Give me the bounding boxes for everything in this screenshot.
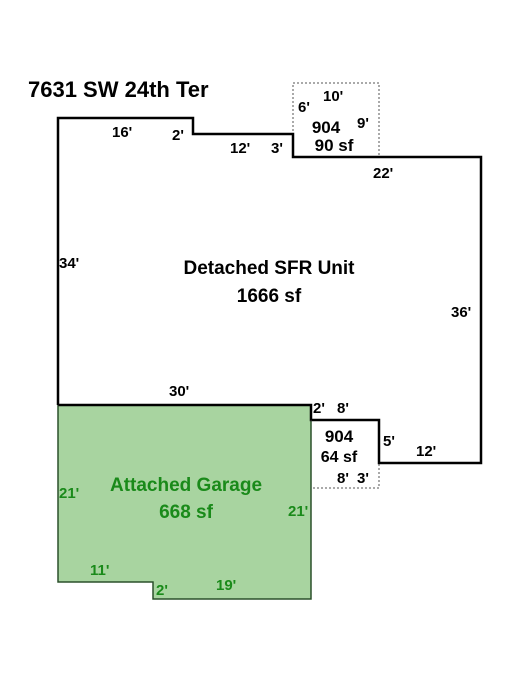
- top-904-area: 90 sf: [315, 136, 354, 155]
- dim-right904-top: 8': [337, 400, 349, 417]
- dim-top904-right: 9': [357, 115, 369, 132]
- dim-main-left: 34': [59, 255, 79, 272]
- right-904-area: 64 sf: [321, 449, 358, 466]
- dim-top904-width: 10': [323, 88, 343, 105]
- dim-main-top-left: 16': [112, 124, 132, 141]
- garage-outline: [57, 405, 312, 600]
- dim-main-bottom: 30': [169, 383, 189, 400]
- dim-right904-right: 5': [383, 433, 395, 450]
- dim-main-top-right: 22': [373, 165, 393, 182]
- property-address-title: 7631 SW 24th Ter: [28, 77, 209, 102]
- dim-garage-bottom-right: 19': [216, 577, 236, 594]
- dim-main-notch-right: 3': [271, 140, 283, 157]
- dim-main-bottom-right: 12': [416, 443, 436, 460]
- dim-top904-left: 6': [298, 99, 310, 116]
- dim-right904-bottom-right: 3': [357, 470, 369, 487]
- main-unit-name: Detached SFR Unit: [183, 258, 355, 279]
- dim-garage-notch: 2': [156, 582, 168, 599]
- main-unit-area: 1666 sf: [237, 286, 302, 307]
- dim-main-top-middle: 12': [230, 140, 250, 157]
- right-904-code: 904: [325, 427, 354, 446]
- dim-main-notch-left: 2': [172, 127, 184, 144]
- top-904-code: 904: [312, 118, 341, 137]
- dim-right904-bottom-left: 8': [337, 470, 349, 487]
- dim-main-right: 36': [451, 304, 471, 321]
- dim-right904-top-left: 2': [313, 400, 325, 417]
- garage-name: Attached Garage: [110, 475, 262, 496]
- dim-garage-bottom-left: 11': [90, 562, 109, 579]
- dim-garage-right: 21': [288, 503, 308, 520]
- garage-area-label: 668 sf: [159, 502, 214, 523]
- dim-garage-left: 21': [59, 485, 79, 502]
